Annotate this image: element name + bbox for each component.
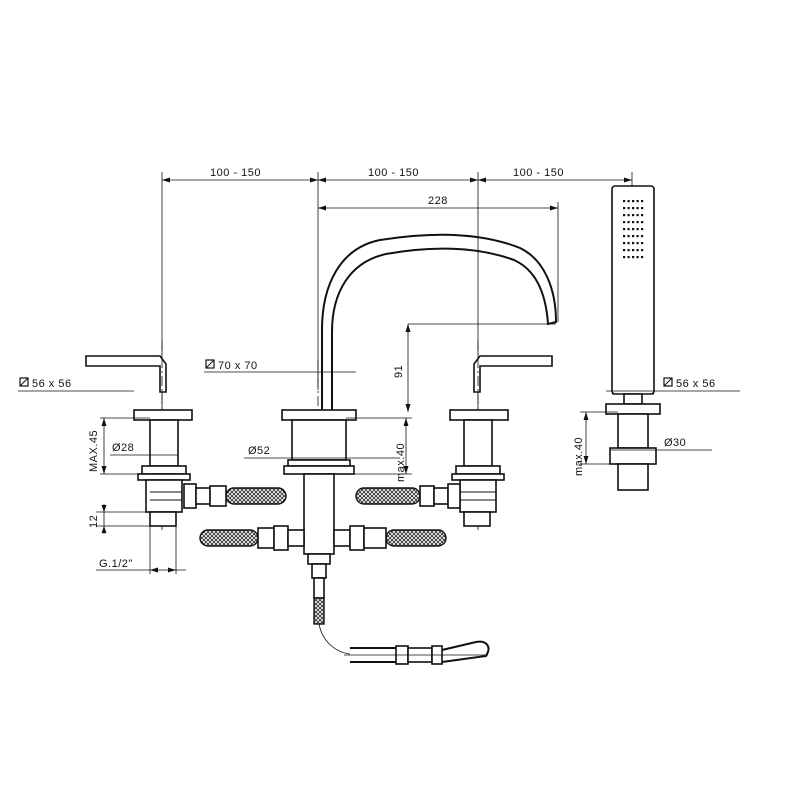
shower-nozzle-grid xyxy=(623,200,644,259)
shower-max-deck-label: max.40 xyxy=(573,437,585,476)
hand-shower xyxy=(605,185,661,491)
spout-body xyxy=(281,233,558,565)
nozzle-dot xyxy=(627,200,630,203)
nozzle-dot xyxy=(627,256,630,259)
right-lever-valve xyxy=(449,340,553,530)
nozzle-dot xyxy=(627,214,630,217)
nozzle-dot xyxy=(623,214,626,217)
nozzle-dot xyxy=(632,256,635,259)
nozzle-dot xyxy=(623,249,626,252)
nozzle-dot xyxy=(632,221,635,224)
shower-plate-label: 56 x 56 xyxy=(676,378,716,390)
nozzle-dot xyxy=(641,256,644,259)
nozzle-dot xyxy=(636,214,639,217)
nozzle-dot xyxy=(623,242,626,245)
nozzle-dot xyxy=(632,228,635,231)
nozzle-dot xyxy=(632,235,635,238)
shower-diameter-label: Ø30 xyxy=(664,437,686,449)
spout-max-deck-label: max.40 xyxy=(395,443,407,482)
nozzle-dot xyxy=(627,221,630,224)
nozzle-dot xyxy=(623,200,626,203)
nozzle-dot xyxy=(623,228,626,231)
left-deck-dimension: MAX.45 Ø28 xyxy=(88,417,178,475)
nozzle-dot xyxy=(641,235,644,238)
shower-deck-dimension: max.40 Ø30 xyxy=(573,411,712,476)
left-plate-label: 56 x 56 xyxy=(32,378,72,390)
spout-reach-dimension: 228 xyxy=(318,195,559,322)
nozzle-dot xyxy=(632,200,635,203)
nozzle-dot xyxy=(636,207,639,210)
spout-height-label: 91 xyxy=(393,365,405,378)
shower-plate-dimension: 56 x 56 xyxy=(606,377,740,392)
spout-reach-label: 228 xyxy=(428,195,448,207)
left-diameter-label: Ø28 xyxy=(112,442,134,454)
nozzle-dot xyxy=(632,207,635,210)
spout-deck-dimension: Ø52 max.40 xyxy=(244,417,412,482)
nozzle-dot xyxy=(641,214,644,217)
nozzle-dot xyxy=(627,242,630,245)
nozzle-dot xyxy=(627,228,630,231)
connection-hoses xyxy=(183,483,490,665)
nozzle-dot xyxy=(632,249,635,252)
nozzle-dot xyxy=(636,200,639,203)
nozzle-dot xyxy=(641,221,644,224)
thread-length-label: 12 xyxy=(88,515,100,528)
thread-dimension: 12 G.1/2" xyxy=(88,504,186,574)
nozzle-dot xyxy=(636,249,639,252)
nozzle-dot xyxy=(623,235,626,238)
nozzle-dot xyxy=(636,221,639,224)
nozzle-dot xyxy=(641,242,644,245)
spout-diameter-label: Ø52 xyxy=(248,445,270,457)
nozzle-dot xyxy=(632,242,635,245)
nozzle-dot xyxy=(636,242,639,245)
nozzle-dot xyxy=(623,256,626,259)
nozzle-dot xyxy=(636,256,639,259)
spout-height-dimension: 91 xyxy=(393,323,556,412)
spout-plate-dimension: 70 x 70 xyxy=(204,359,356,373)
left-lever-valve xyxy=(85,340,193,530)
left-plate-dimension: 56 x 56 xyxy=(18,377,134,392)
nozzle-dot xyxy=(641,200,644,203)
nozzle-dot xyxy=(623,221,626,224)
spacing-label-2: 100 - 150 xyxy=(368,167,419,179)
thread-size-label: G.1/2" xyxy=(99,558,133,570)
nozzle-dot xyxy=(627,235,630,238)
nozzle-dot xyxy=(623,207,626,210)
nozzle-dot xyxy=(641,228,644,231)
spout-plate-label: 70 x 70 xyxy=(218,360,258,372)
nozzle-dot xyxy=(636,228,639,231)
spacing-label-3: 100 - 150 xyxy=(513,167,564,179)
nozzle-dot xyxy=(641,207,644,210)
spacing-dimension-chain: 100 - 150 100 - 150 100 - 150 xyxy=(161,167,633,420)
nozzle-dot xyxy=(636,235,639,238)
left-max-deck-label: MAX.45 xyxy=(88,430,100,472)
nozzle-dot xyxy=(632,214,635,217)
nozzle-dot xyxy=(627,249,630,252)
spacing-label-1: 100 - 150 xyxy=(210,167,261,179)
nozzle-dot xyxy=(627,207,630,210)
nozzle-dot xyxy=(641,249,644,252)
